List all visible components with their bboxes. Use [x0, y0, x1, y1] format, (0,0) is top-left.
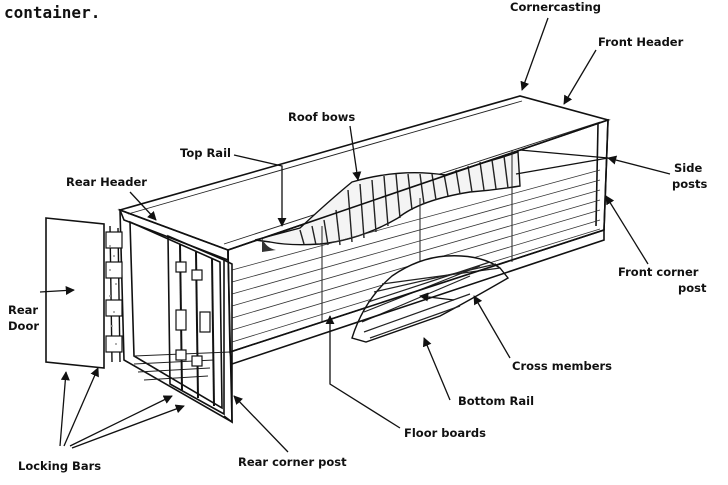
label-cross-members: Cross members — [512, 359, 612, 373]
left-rear-door — [45, 217, 105, 369]
rear-corner-post — [223, 259, 233, 424]
floor-cutaway — [351, 255, 510, 343]
roof-bow-ribs — [299, 155, 509, 246]
label-rear-header: Rear Header — [66, 175, 147, 189]
container-illustration — [45, 95, 611, 424]
label-locking-bars: Locking Bars — [18, 459, 101, 473]
right-rear-door — [167, 234, 225, 416]
label-front-header: Front Header — [598, 35, 684, 49]
label-rear-door-line2: Door — [8, 319, 39, 333]
label-front-corner-post-line1: Front corner — [618, 265, 699, 279]
label-rear-corner-post: Rear corner post — [238, 455, 347, 469]
label-cornercasting: Cornercasting — [510, 0, 601, 14]
label-front-corner-post-line2: post — [678, 281, 707, 295]
label-side-posts-line2: posts — [672, 177, 707, 191]
roof-cutaway — [254, 151, 521, 246]
label-top-rail: Top Rail — [180, 146, 231, 160]
label-side-posts-line1: Side — [674, 161, 702, 175]
label-bottom-rail: Bottom Rail — [458, 394, 534, 408]
rear-frame — [119, 209, 233, 424]
label-floor-boards: Floor boards — [404, 426, 486, 440]
label-roof-bows: Roof bows — [288, 110, 355, 124]
rear-header — [118, 208, 229, 262]
part-labels: Cornercasting Front Header Roof bows Top… — [8, 0, 707, 473]
caption-fragment: container. — [4, 3, 100, 22]
leader-lines — [39, 17, 671, 453]
label-rear-door-line1: Rear — [8, 303, 38, 317]
